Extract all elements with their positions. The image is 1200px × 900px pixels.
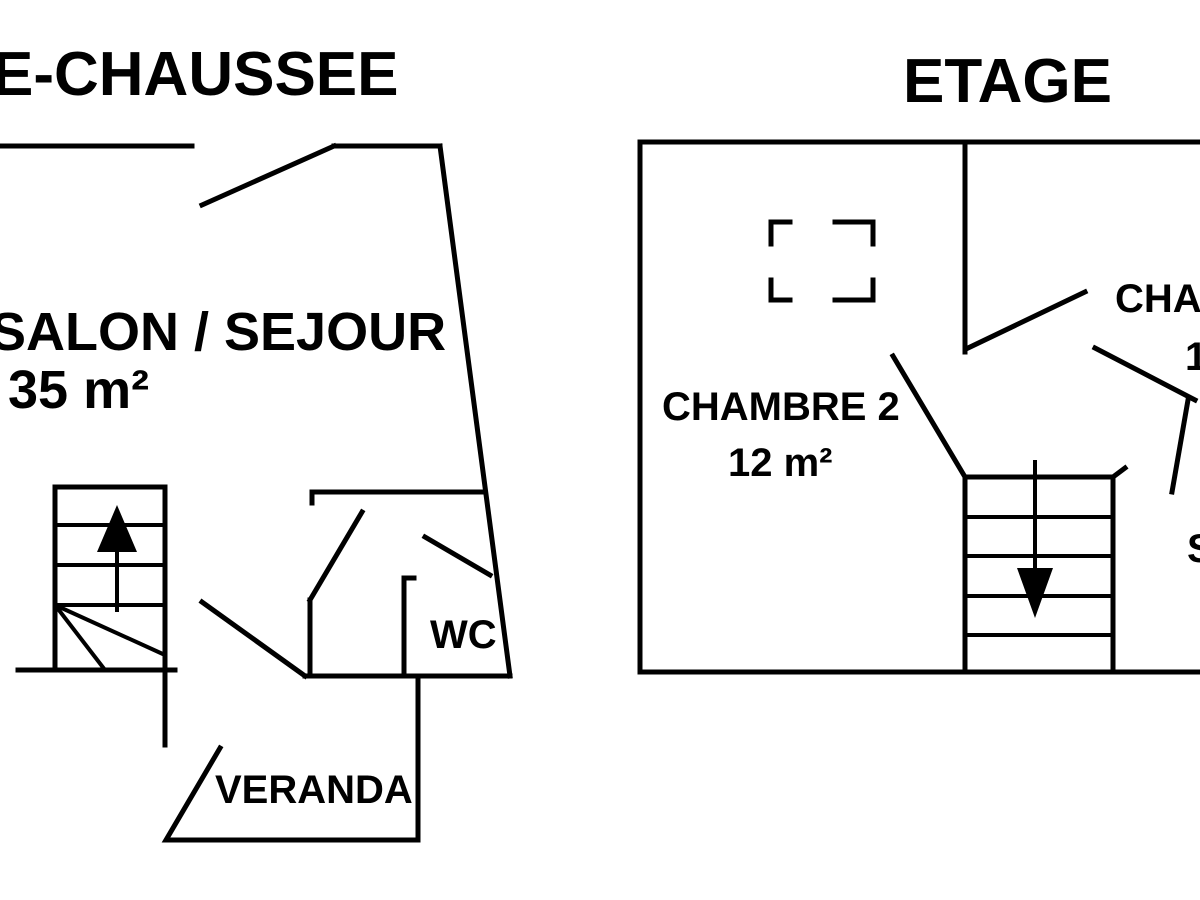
skylight-icon [768,219,876,303]
upper-outer-walls [637,139,1200,675]
door-bathroom [1169,397,1191,495]
staircase-frame [52,484,168,673]
veranda-outline [161,673,421,843]
ground-floor-title: E-CHAUSSEE [0,40,399,109]
wall-wc-top [309,489,488,506]
bathroom-label-partial: S [1187,527,1200,571]
arrow-up-icon [97,505,137,552]
staircase-ground [52,484,168,748]
upper-floor-title: ETAGE [903,47,1112,116]
upper-floor-plan: ETAGE CHAMBRE 2 12 m² CHA [637,47,1200,675]
door-wc [421,533,494,579]
door-hall [306,508,366,604]
veranda-label: VERANDA [215,768,413,812]
chambre2-area: 12 m² [728,441,833,485]
chambre1-area-partial: 1 [1185,335,1200,379]
wall-right-slanted [437,143,513,679]
arrow-down-icon [1017,568,1053,618]
door-right [1091,344,1199,404]
wall-wc-divider [401,575,417,679]
door-entrance [198,142,338,209]
staircase-frame [962,474,1116,675]
chambre1-label-partial: CHA [1115,277,1200,321]
door-chambre1 [964,288,1089,352]
wc-label: WC [430,613,497,657]
door-veranda [198,598,309,680]
door-chambre2 [889,352,969,481]
salon-area: 35 m² [8,360,149,420]
salon-label: SALON / SEJOUR [0,302,446,362]
ground-floor-plan: E-CHAUSSEE SALON / [0,40,513,843]
staircase-upper [962,460,1129,675]
chambre2-label: CHAMBRE 2 [662,385,900,429]
